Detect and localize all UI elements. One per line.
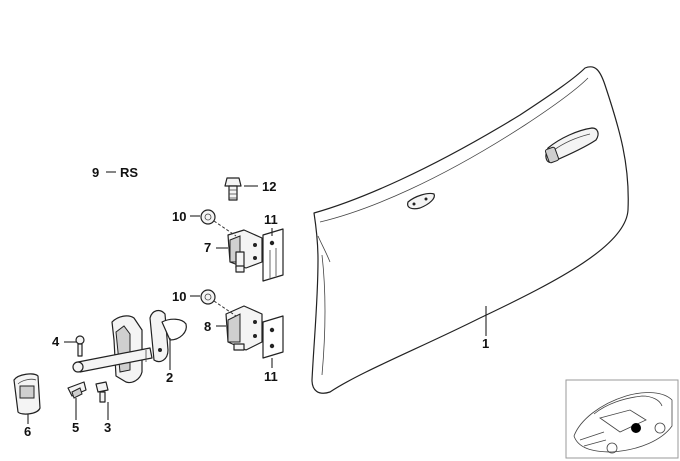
- callout-door-check: 2: [166, 370, 173, 385]
- lower-nut: [200, 289, 216, 305]
- door-check: [72, 309, 187, 384]
- car-locator-thumbnail: [565, 379, 679, 459]
- bolt: [224, 177, 242, 201]
- door-handle: [544, 127, 599, 164]
- upper-shim: [262, 228, 284, 282]
- clip-5: [67, 381, 87, 399]
- cover-6: [13, 373, 41, 415]
- locator-dot: [631, 423, 641, 433]
- callout-shim-upper: 11: [264, 212, 278, 227]
- callout-bolt-12: 12: [262, 179, 276, 194]
- callout-screw-4: 4: [52, 334, 60, 349]
- callout-nut-lower: 10: [172, 289, 186, 304]
- screw-3: [95, 381, 109, 403]
- callout-shim-lower: 11: [264, 369, 278, 384]
- screw-4: [75, 335, 85, 357]
- door-shell: [311, 66, 629, 394]
- callout-lower-hinge: 8: [204, 319, 211, 334]
- callout-cover-6: 6: [24, 424, 31, 439]
- upper-nut: [200, 209, 216, 225]
- callout-upper-hinge: 7: [204, 240, 211, 255]
- callout-nut-upper: 10: [172, 209, 186, 224]
- lower-shim: [262, 315, 284, 359]
- callout-repair-kit-code: RS: [120, 165, 138, 180]
- mirror-mount: [407, 192, 435, 210]
- callout-repair-kit: 9: [92, 165, 99, 180]
- callout-door-shell: 1: [482, 336, 489, 351]
- callout-clip-5: 5: [72, 420, 79, 435]
- callout-screw-3: 3: [104, 420, 111, 435]
- upper-hinge: [227, 229, 263, 273]
